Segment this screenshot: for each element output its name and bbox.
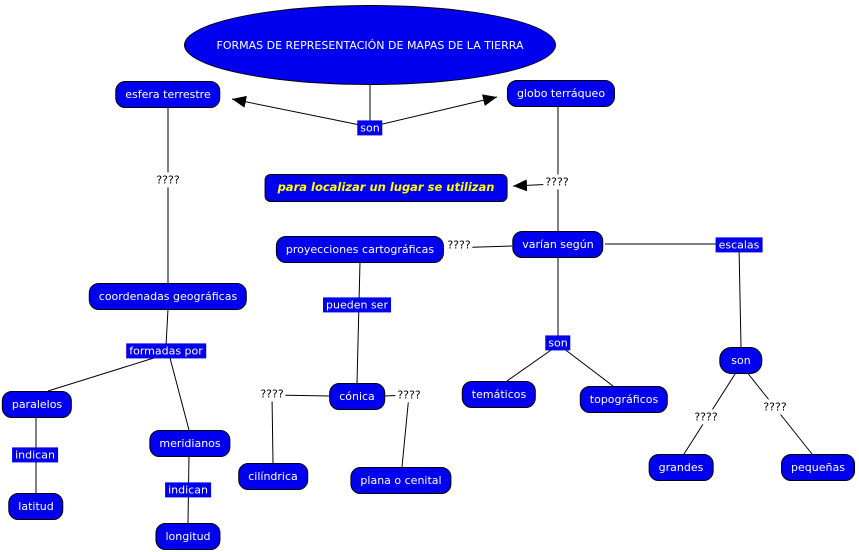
node-meridianos: meridianos [149, 430, 231, 457]
node-topograficos: topográficos [579, 386, 669, 413]
link-label-q-esfera: ???? [154, 172, 182, 188]
node-varian-segun: varían según [512, 231, 604, 258]
node-conica: cónica [329, 383, 385, 410]
connector-line [165, 308, 169, 347]
link-label-q-globo: ???? [543, 174, 571, 190]
node-latitud: latitud [8, 493, 64, 520]
node-cilindrica: cilíndrica [238, 463, 308, 490]
node-para-localizar: para localizar un lugar se utilizan [264, 174, 508, 202]
node-tematicos: temáticos [461, 381, 537, 408]
link-label-q-proyecciones: ???? [445, 237, 473, 253]
connector-line [356, 261, 361, 384]
link-label-q-conica-derecha: ???? [395, 387, 423, 403]
link-label-indican-meridianos: indican [165, 482, 211, 498]
link-label-formadas-por: formadas por [126, 343, 206, 359]
connector-line [169, 357, 190, 431]
arrow-connector [231, 95, 371, 128]
link-label-pueden-ser: pueden ser [323, 297, 391, 313]
connector-line [401, 394, 410, 468]
diagram-title: FORMAS DE REPRESENTACIÓN DE MAPAS DE LA … [216, 38, 524, 52]
arrow-connector [369, 94, 498, 128]
node-son-escalas: son [719, 347, 763, 374]
root-topic-ellipse: FORMAS DE REPRESENTACIÓN DE MAPAS DE LA … [184, 5, 556, 85]
node-longitud: longitud [155, 523, 221, 550]
link-label-son-top: son [357, 120, 383, 136]
connector-line [47, 356, 158, 392]
node-proyecciones-cartograficas: proyecciones cartográficas [275, 236, 445, 263]
node-coordenadas-geograficas: coordenadas geográficas [88, 283, 248, 310]
link-label-q-conica-izquierda: ???? [258, 386, 286, 402]
node-pequenas: pequeñas [781, 454, 855, 481]
link-label-q-pequenas: ???? [761, 399, 789, 415]
link-label-son-varian: son [545, 335, 571, 351]
node-grandes: grandes [648, 454, 714, 481]
node-paralelos: paralelos [1, 391, 73, 418]
connector-line [562, 347, 614, 387]
connector-line [506, 347, 555, 382]
node-globo-terraqueo: globo terráqueo [506, 80, 616, 107]
connector-line [271, 394, 274, 464]
connector-line [738, 245, 742, 348]
node-esfera-terrestre: esfera terrestre [115, 81, 221, 108]
node-plana-o-cenital: plana o cenital [350, 467, 452, 494]
link-label-escalas: escalas [715, 237, 763, 253]
link-label-q-grandes: ???? [692, 409, 720, 425]
link-label-indican-paralelos: indican [12, 447, 58, 463]
